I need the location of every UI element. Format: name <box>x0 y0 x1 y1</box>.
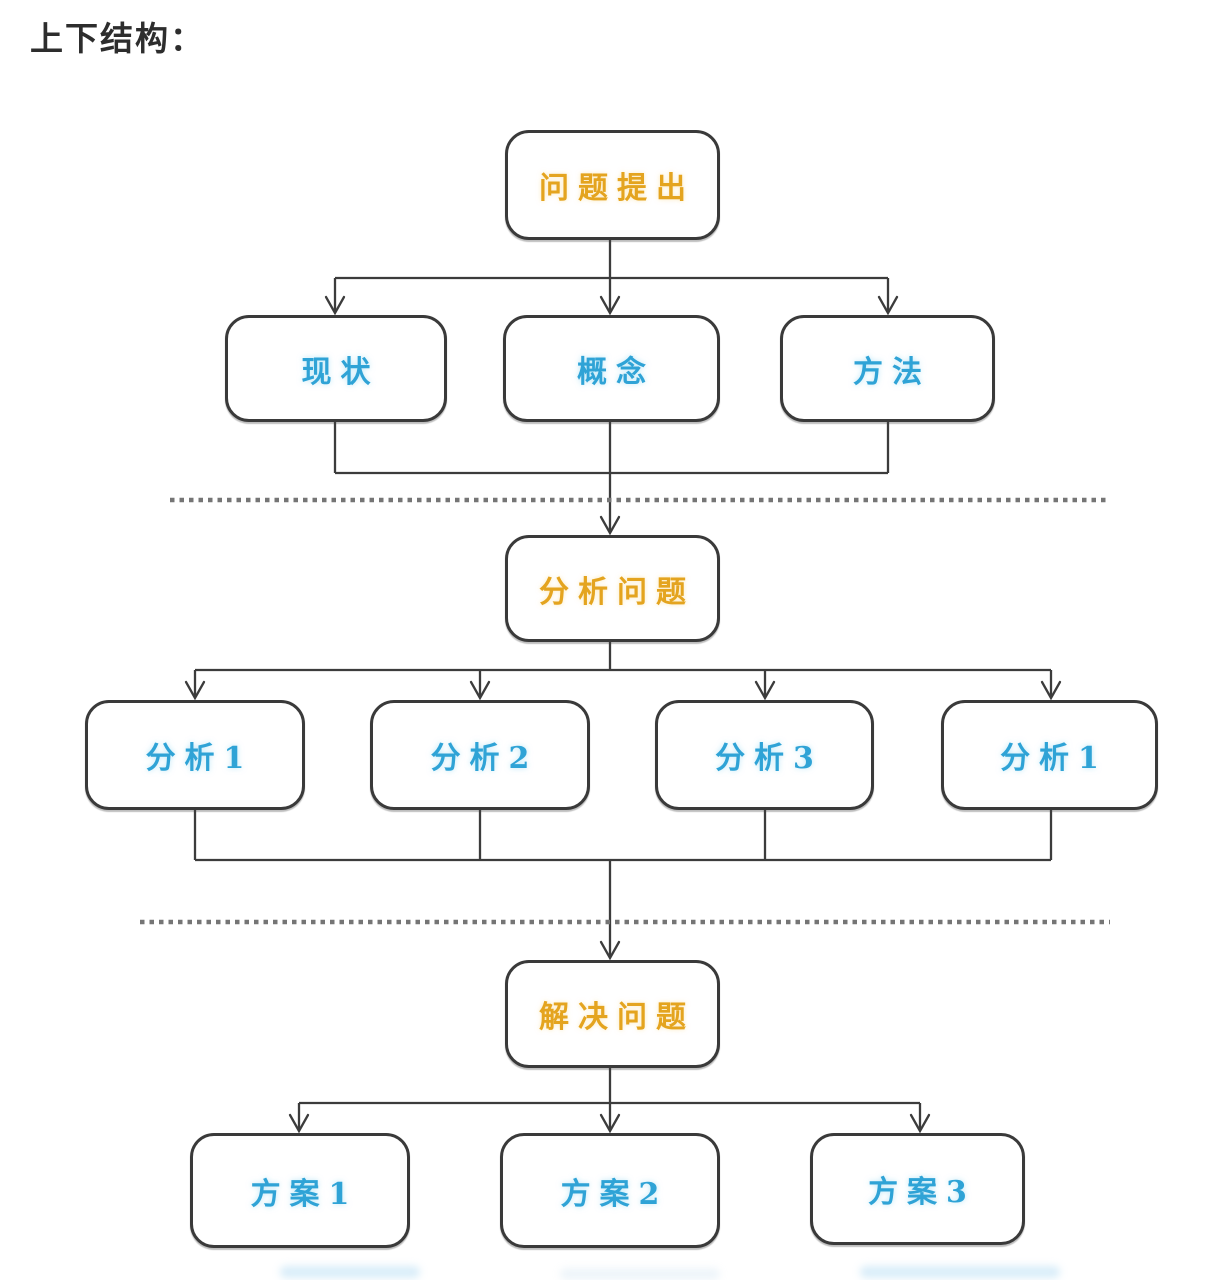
bottom-edge-artifact <box>560 1268 720 1280</box>
bottom-edge-artifact <box>860 1266 1060 1278</box>
node-plan-1: 方案1 <box>190 1133 410 1248</box>
node-label: 概念 <box>577 354 655 390</box>
node-label: 分析问题 <box>539 574 695 610</box>
node-problem-raise: 问题提出 <box>505 130 720 240</box>
page-title: 上下结构： <box>30 19 205 58</box>
section-dividers <box>140 497 1110 925</box>
node-plan-2: 方案2 <box>500 1133 720 1248</box>
node-label: 方案1 <box>250 1176 359 1212</box>
node-analyze-problem: 分析问题 <box>505 535 720 642</box>
node-label: 分析1 <box>1000 741 1108 776</box>
node-plan-3: 方案3 <box>810 1133 1025 1245</box>
node-label: 方案3 <box>868 1175 976 1210</box>
node-label: 问题提出 <box>539 171 695 206</box>
node-analysis-4: 分析1 <box>941 700 1158 810</box>
node-label: 方法 <box>853 354 931 390</box>
node-method: 方法 <box>780 315 995 422</box>
node-label: 方案2 <box>560 1176 669 1212</box>
node-label: 现状 <box>301 354 380 390</box>
node-analysis-3: 分析3 <box>655 700 874 810</box>
node-label: 分析3 <box>715 741 823 776</box>
node-status: 现状 <box>225 315 447 422</box>
node-analysis-1: 分析1 <box>85 700 305 810</box>
node-concept: 概念 <box>503 315 720 422</box>
node-label: 解决问题 <box>539 1000 695 1035</box>
node-label: 分析1 <box>145 741 254 776</box>
bottom-edge-artifact <box>280 1266 420 1278</box>
arrowheads <box>184 295 1062 1134</box>
node-solve-problem: 解决问题 <box>505 960 720 1068</box>
node-label: 分析2 <box>430 741 539 776</box>
node-analysis-2: 分析2 <box>370 700 590 810</box>
flow-connectors <box>193 240 1053 1129</box>
